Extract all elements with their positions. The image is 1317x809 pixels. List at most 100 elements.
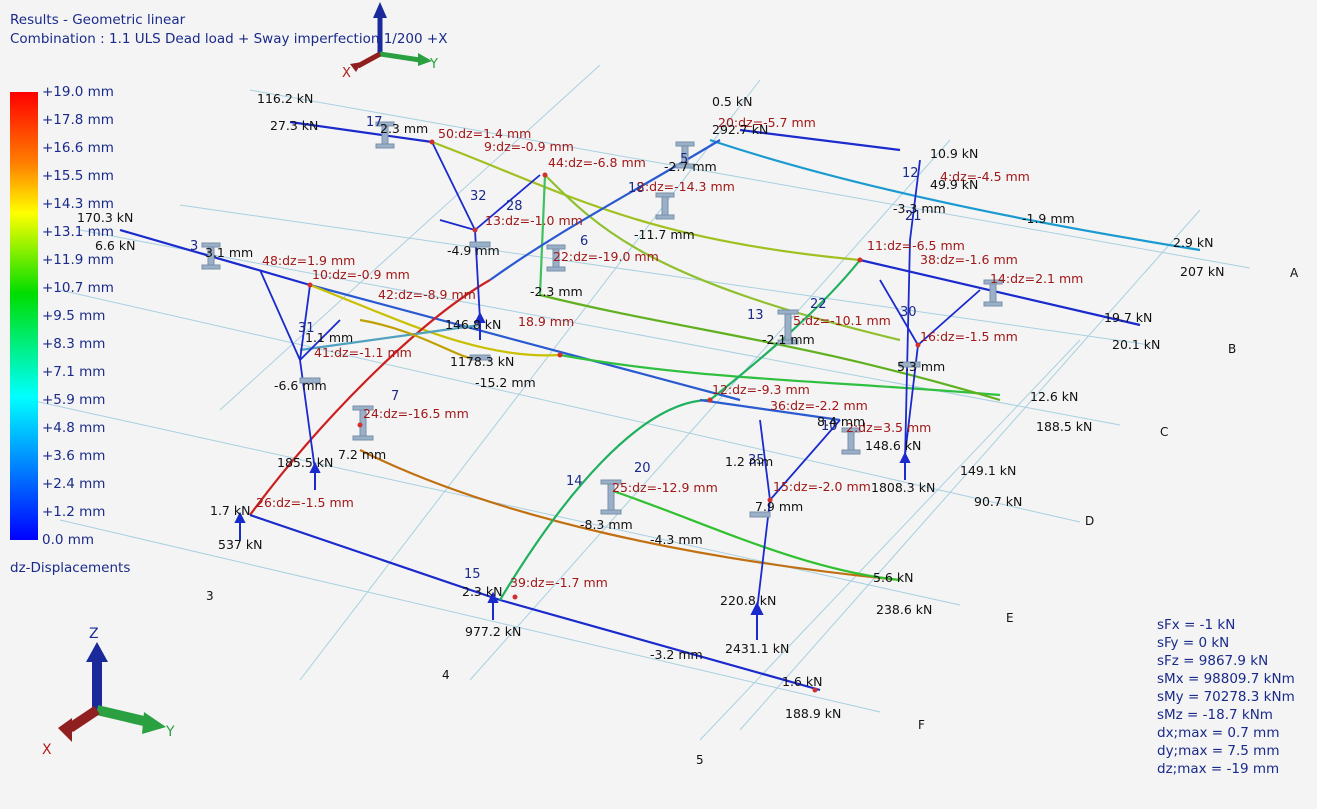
grid-label-letter: E: [1006, 611, 1014, 625]
node-dz-label: 10:dz=-0.9 mm: [312, 267, 410, 282]
reaction-value: 49.9 kN: [930, 177, 978, 192]
member-number: 5: [680, 152, 688, 167]
member-number: 10: [821, 419, 838, 434]
node-dz-label: 20:dz=-5.7 mm: [718, 115, 816, 130]
section-symbols: [201, 121, 1003, 518]
reaction-value: 185.5 kN: [277, 455, 333, 470]
scale-value: +19.0 mm: [42, 84, 114, 100]
reaction-value: 19.7 kN: [1104, 310, 1152, 325]
grid-label-number: 5: [696, 753, 704, 767]
summary-line: sMx = 98809.7 kNm: [1157, 671, 1295, 687]
node-dz-label: 26:dz=-1.5 mm: [256, 495, 354, 510]
node-dz-label: 9:dz=-0.9 mm: [484, 139, 574, 154]
reaction-value: 116.2 kN: [257, 91, 313, 106]
axis-label-y-small: Y: [429, 57, 438, 72]
node-dz-label: 25:dz=-12.9 mm: [612, 480, 718, 495]
grid-label-letter: A: [1290, 266, 1299, 280]
member-number: 6: [580, 234, 588, 249]
node-dz-label: 38:dz=-1.6 mm: [920, 252, 1018, 267]
member-dz-label: 3.1 mm: [205, 245, 253, 260]
axis-label-x: X: [42, 742, 52, 758]
node-dz-label: 44:dz=-6.8 mm: [548, 155, 646, 170]
view-axis-triad: [350, 2, 432, 72]
member-dz-label: 7.9 mm: [755, 499, 803, 514]
summary-line: sFz = 9867.9 kN: [1157, 653, 1269, 669]
member-dz-label: -4.3 mm: [650, 532, 703, 547]
node-dz-label: 39:dz=-1.7 mm: [510, 575, 608, 590]
node-dz-label: 12:dz=-9.3 mm: [712, 382, 810, 397]
member-number: 7: [391, 389, 399, 404]
grid-label-number: 3: [206, 589, 214, 603]
scale-value: +11.9 mm: [42, 252, 114, 268]
member-dz-label: -2.1 mm: [762, 332, 815, 347]
reaction-value: 6.6 kN: [95, 238, 135, 253]
node-dz-label: 11:dz=-6.5 mm: [867, 238, 965, 253]
member-number: 17: [366, 115, 383, 130]
node-dz-label: 24:dz=-16.5 mm: [363, 406, 469, 421]
axis-triad: [58, 642, 166, 742]
member-dz-label: 1.1 mm: [305, 330, 353, 345]
reaction-arrows: [234, 311, 911, 640]
summary-results: sFx = -1 kN sFy = 0 kN sFz = 9867.9 kN s…: [1157, 616, 1295, 778]
grid-label-letter: F: [918, 718, 925, 732]
reaction-value: 207 kN: [1180, 264, 1224, 279]
member-number: 20: [634, 461, 651, 476]
reaction-value: 170.3 kN: [77, 210, 133, 225]
results-title: Results - Geometric linear: [10, 12, 186, 28]
member-number: 18: [628, 181, 645, 196]
summary-line: sMz = -18.7 kNm: [1157, 707, 1273, 723]
member-number: 14: [566, 474, 583, 489]
member-number: 22: [810, 297, 827, 312]
reaction-value: 188.5 kN: [1036, 419, 1092, 434]
reaction-value: 1.6 kN: [782, 674, 822, 689]
member-dz-label: -4.9 mm: [447, 243, 500, 258]
reaction-value: 2431.1 kN: [725, 641, 789, 656]
reaction-value: 2.9 kN: [1173, 235, 1213, 250]
node-dz-label: 4:dz=-4.5 mm: [940, 169, 1030, 184]
node-dz-label: 36:dz=-2.2 mm: [770, 398, 868, 413]
node-dz-label: 18.9 mm: [518, 314, 574, 329]
node-points[interactable]: [307, 139, 921, 693]
member-dz-label: 7.2 mm: [338, 447, 386, 462]
node-dz-label: 16:dz=-1.5 mm: [920, 329, 1018, 344]
node-dz-label: 41:dz=-1.1 mm: [314, 345, 412, 360]
node-dz-label: 48:dz=1.9 mm: [262, 253, 355, 268]
reaction-value: 220.8 kN: [720, 593, 776, 608]
column-members[interactable]: [259, 141, 981, 611]
node-dz-label: 42:dz=-8.9 mm: [378, 287, 476, 302]
member-dz-label: 5.3 mm: [897, 359, 945, 374]
reaction-value: 238.6 kN: [876, 602, 932, 617]
scale-value: +10.7 mm: [42, 280, 114, 296]
member-number: 28: [506, 199, 523, 214]
member-number: 12: [902, 166, 919, 181]
reaction-value: 1808.3 kN: [871, 480, 935, 495]
axis-label-z: Z: [89, 626, 99, 642]
node-dz-label: 15:dz=-2.0 mm: [773, 479, 871, 494]
scale-value: +15.5 mm: [42, 168, 114, 184]
grid-axis-labels: A B C D E F 3 4 5: [206, 266, 1299, 767]
summary-line: dx;max = 0.7 mm: [1157, 725, 1280, 741]
summary-line: sFx = -1 kN: [1157, 617, 1236, 633]
member-number: 31: [298, 321, 315, 336]
reaction-value: 5.6 kN: [873, 570, 913, 585]
summary-line: sFy = 0 kN: [1157, 635, 1230, 651]
combination-label: Combination : 1.1 ULS Dead load + Sway i…: [10, 31, 448, 47]
member-displacement-labels: 2.3 mm -2.7 mm -3.3 mm -1.9 mm 3.1 mm -4…: [205, 121, 1075, 662]
scale-value: +9.5 mm: [42, 308, 106, 324]
scale-value: +8.3 mm: [42, 336, 106, 352]
member-dz-label: -15.2 mm: [475, 375, 536, 390]
member-dz-label: -8.3 mm: [580, 517, 633, 532]
reaction-value: 20.1 kN: [1112, 337, 1160, 352]
axis-letters: X Y Z Y X: [42, 57, 438, 758]
member-dz-label: -6.6 mm: [274, 378, 327, 393]
member-dz-label: -1.9 mm: [1022, 211, 1075, 226]
beam-members[interactable]: [119, 120, 1201, 692]
grid-label-letter: D: [1085, 514, 1094, 528]
reaction-value: 537 kN: [218, 537, 262, 552]
grid-label-number: 4: [442, 668, 450, 682]
scale-value: +4.8 mm: [42, 420, 106, 436]
scale-value: +2.4 mm: [42, 476, 106, 492]
node-dz-label: 13:dz=-1.0 mm: [485, 213, 583, 228]
reaction-value: 292.7 kN: [712, 122, 768, 137]
